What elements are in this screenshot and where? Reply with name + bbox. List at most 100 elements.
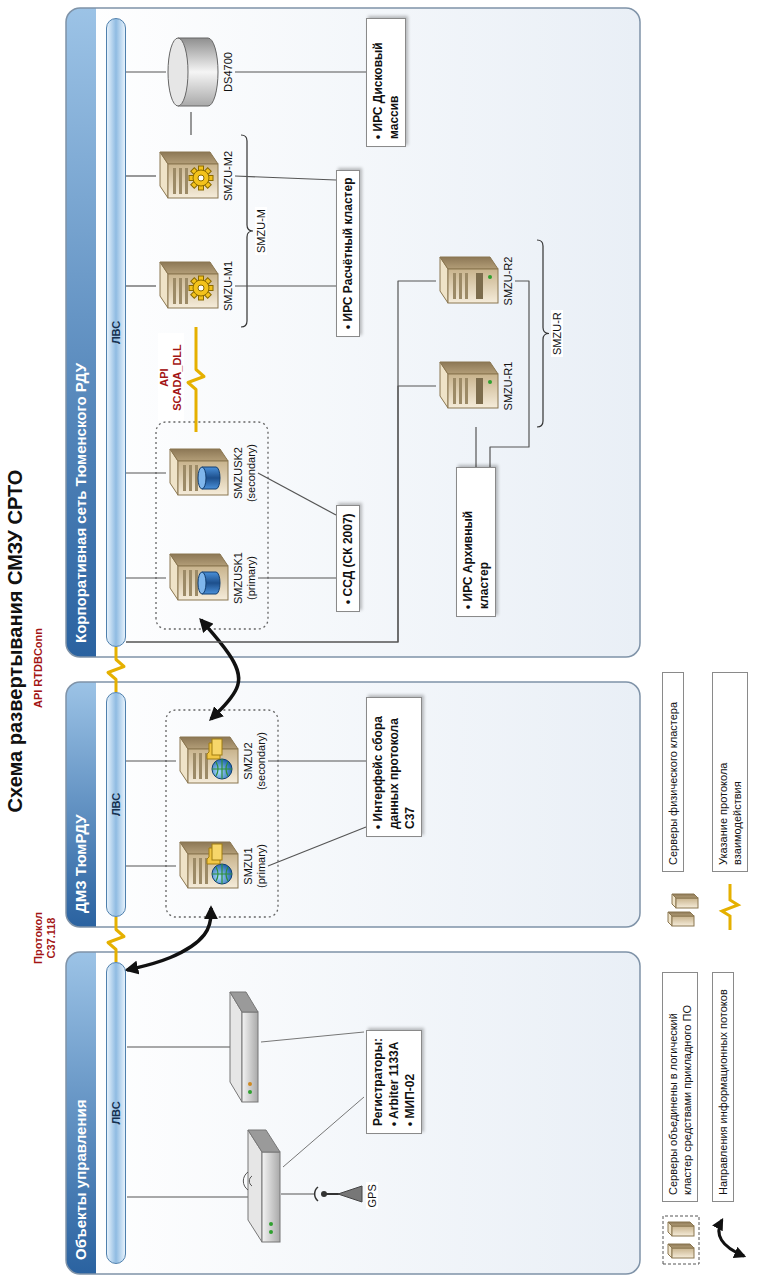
server-side xyxy=(170,449,228,461)
callout-box: • ССД (СК 2007) xyxy=(336,505,360,612)
gear-hole xyxy=(198,285,204,291)
legend-text: Направления информационных потоков xyxy=(712,972,734,1202)
connector-line xyxy=(126,281,436,642)
globe-symbol xyxy=(212,759,232,779)
server-front xyxy=(448,269,498,303)
server-icon xyxy=(166,441,230,505)
gear-symbol xyxy=(189,166,213,190)
legend-text: Серверы физического кластера xyxy=(662,672,684,872)
server-side xyxy=(160,152,218,164)
drive-slot xyxy=(183,465,186,491)
callout-text: • ИРС Расчётный кластер xyxy=(340,178,356,329)
cluster-label: SMZU-R xyxy=(551,310,563,357)
callout-box: Регистраторы:• Arbiter 1133A• МИП-02 xyxy=(366,1030,422,1134)
server-label: SMZU-M2 xyxy=(222,135,235,217)
drive-slot xyxy=(179,278,182,304)
device-front xyxy=(242,1012,258,1102)
network-bus: ЛВС xyxy=(106,692,126,917)
group-outlines xyxy=(156,135,549,917)
bus-label: ЛВС xyxy=(110,321,122,344)
globe-symbol xyxy=(212,759,232,779)
zone-outline xyxy=(66,952,640,1274)
server-icon xyxy=(436,249,500,313)
bus-label: ЛВС xyxy=(110,793,122,816)
drive-slot xyxy=(199,753,202,779)
zone-header-band xyxy=(66,682,96,927)
server-icon xyxy=(176,834,240,898)
connector-line xyxy=(258,473,336,515)
zone-outline xyxy=(66,8,640,657)
server-node: SMZU-M2 xyxy=(156,135,235,217)
callout-text: • Arbiter 1133A xyxy=(386,1038,402,1126)
server-node: SMZU-M1 xyxy=(156,245,235,327)
server-front xyxy=(168,274,218,308)
device-front xyxy=(262,1152,280,1242)
callout-box: • ИРС Архивный кластер xyxy=(456,467,496,617)
gps-antenna xyxy=(338,1186,362,1202)
device-led xyxy=(248,1082,252,1086)
drive-slot xyxy=(189,570,192,596)
legend-icons xyxy=(663,884,744,1264)
server-side xyxy=(440,362,498,374)
callout-text: • ИРС Дисковый массив xyxy=(370,26,402,139)
server-label: SMZU-R1 xyxy=(502,345,515,427)
server-side xyxy=(170,554,228,566)
legend-icon xyxy=(722,884,738,930)
zone-header-band xyxy=(66,952,96,1274)
server-side xyxy=(440,257,498,269)
connector-line xyxy=(126,175,156,176)
group-brace xyxy=(537,240,549,427)
connector-line xyxy=(235,285,336,286)
network-bus: ЛВС xyxy=(106,18,126,647)
leader-line xyxy=(261,1032,364,1042)
network-wire xyxy=(127,1046,236,1047)
server-icon xyxy=(436,354,500,418)
server-node: SMZU-R2 xyxy=(436,240,515,322)
gear-hole xyxy=(198,175,204,181)
legend-icon xyxy=(672,916,694,926)
protocol-link xyxy=(188,327,204,432)
server-label: SMZUSK2 (secondary) xyxy=(232,432,258,514)
server-front xyxy=(168,164,218,198)
folder-symbol xyxy=(212,844,222,860)
connector-line xyxy=(126,865,176,866)
drive-slot xyxy=(173,168,176,194)
drive-slot xyxy=(183,570,186,596)
server-side xyxy=(160,262,218,274)
drive-slot xyxy=(193,753,196,779)
zone-title: Корпоративная сеть Тюменского РДУ xyxy=(66,8,96,657)
zone-ground xyxy=(66,952,640,1274)
server-label: SMZU1 (primary) xyxy=(242,825,268,907)
bus-label: ЛВС xyxy=(110,1101,122,1124)
connector-line xyxy=(258,577,336,578)
protocol-label: Протокол C37.118 xyxy=(32,894,58,982)
connector-line xyxy=(126,386,436,642)
drive-slot xyxy=(189,465,192,491)
server-label: SMZUSK1 (primary) xyxy=(232,537,258,619)
drive-slot xyxy=(179,168,182,194)
gps-wire xyxy=(281,1193,314,1194)
globe-symbol xyxy=(212,864,232,884)
drive-slot xyxy=(199,858,202,884)
callout-text: • ИРС Архивный кластер xyxy=(460,475,492,609)
database-symbol xyxy=(198,467,206,489)
connector-line xyxy=(475,427,476,467)
protocol-label: API RTDBConn xyxy=(32,624,45,712)
zone-panels xyxy=(66,8,640,1274)
connector-line xyxy=(190,112,191,135)
legend-icon xyxy=(672,1226,694,1236)
server-front xyxy=(178,461,228,495)
drive-slot xyxy=(185,168,188,194)
cluster-outline xyxy=(156,422,268,629)
legend-icon xyxy=(663,1216,699,1264)
device-side xyxy=(248,1130,280,1152)
gear-body xyxy=(193,170,209,186)
cluster-outline xyxy=(166,710,278,917)
data-flow-arrow xyxy=(201,620,239,719)
connectors xyxy=(108,72,529,970)
server-front xyxy=(448,374,498,408)
server-icon xyxy=(176,729,240,793)
server-node: SMZU-R1 xyxy=(436,345,515,427)
legend-icon xyxy=(668,1244,694,1248)
